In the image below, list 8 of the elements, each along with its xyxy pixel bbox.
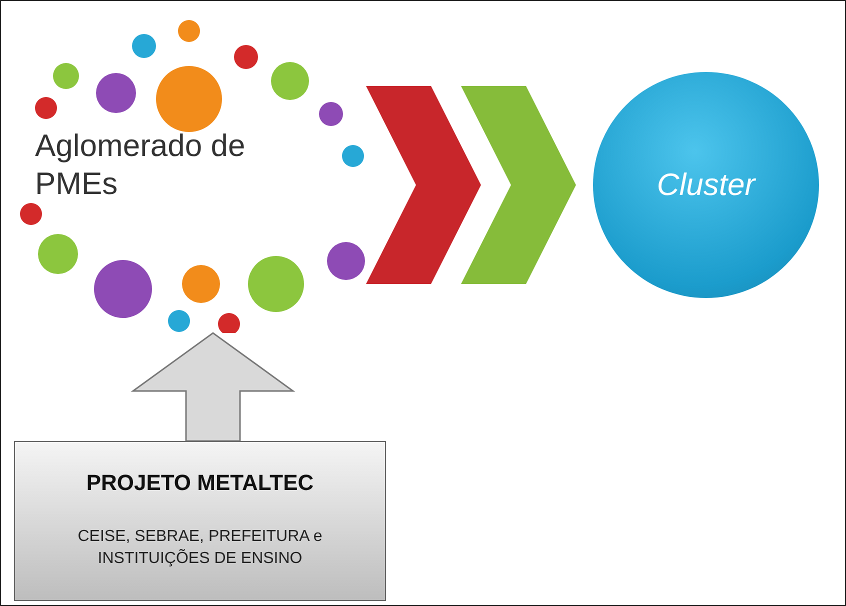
circle-label: Cluster: [656, 167, 756, 203]
box-description: CEISE, SEBRAE, PREFEITURA e INSTITUIÇÕES DE ENSINO: [76, 527, 324, 569]
chevron-arrow: [130, 332, 296, 442]
box-title: PROJETO METALTEC: [86, 470, 314, 496]
chevron-arrow: [461, 86, 576, 284]
group-label: Aglomerado de PMEs: [35, 127, 246, 203]
chevron-arrow: [366, 86, 481, 284]
project-box: [14, 441, 386, 601]
